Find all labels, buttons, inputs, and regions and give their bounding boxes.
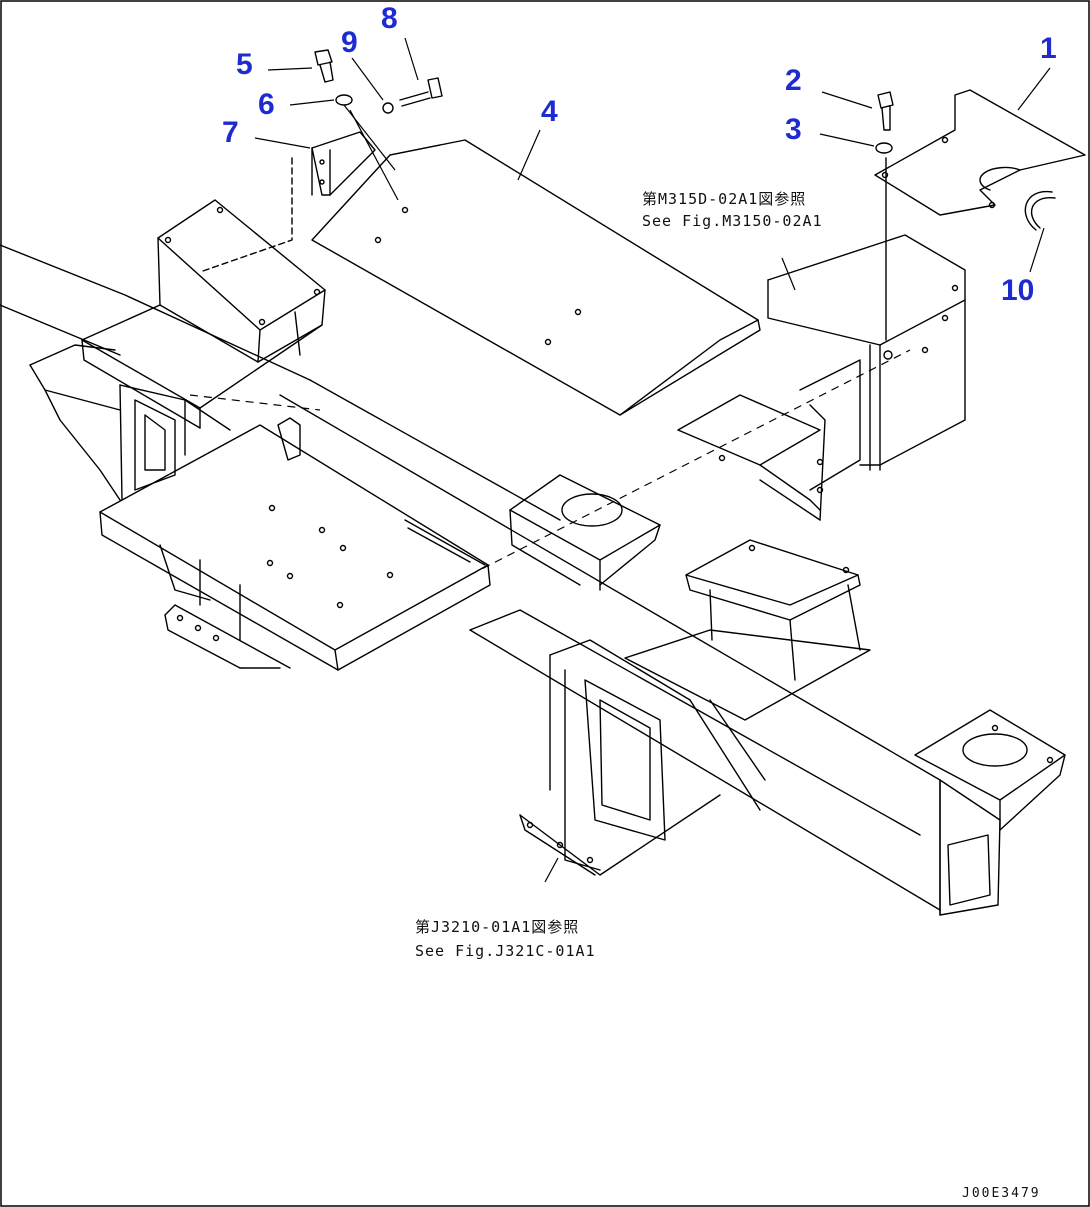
left-platform-plate: [99, 417, 491, 671]
bolt-part-2: [877, 91, 894, 341]
upper-reference-note-en: See Fig.M3150-02A1: [642, 212, 823, 230]
right-box-assembly: [677, 234, 966, 521]
cover-part-4: [311, 139, 761, 416]
right-side-member: [519, 639, 766, 876]
ring-part-10: [1024, 191, 1056, 231]
callout-2: 2: [785, 64, 802, 97]
callout-1: 1: [1040, 32, 1057, 65]
washer-part-3: [875, 142, 893, 154]
bolt-part-5: [314, 49, 334, 83]
center-beam: [279, 379, 1001, 916]
callout-7: 7: [222, 116, 239, 149]
callout-9: 9: [341, 26, 358, 59]
left-side-structure: [119, 384, 231, 501]
callout-3: 3: [785, 113, 802, 146]
bolt-part-8: [399, 77, 443, 107]
right-round-bracket: [914, 709, 1066, 831]
left-lower-mount: [159, 544, 291, 669]
bracket-part-7: [199, 131, 376, 273]
callout-8: 8: [381, 2, 398, 35]
drawing-code: J00E3479: [962, 1186, 1041, 1201]
left-frame-beam: [0, 244, 311, 501]
nut-part-9: [382, 102, 394, 114]
left-mount-bracket: [81, 199, 326, 429]
callout-5: 5: [236, 48, 253, 81]
lower-reference-note-ja: 第J3210-01A1図参照: [415, 918, 580, 936]
washer-part-6: [335, 94, 353, 106]
callout-6: 6: [258, 88, 275, 121]
right-mount-bracket: [624, 539, 871, 721]
center-round-bracket: [509, 474, 661, 591]
callout-4: 4: [541, 95, 558, 128]
callout-10: 10: [1001, 274, 1035, 307]
lower-reference-note-en: See Fig.J321C-01A1: [415, 942, 596, 960]
leader-lines: [189, 37, 1051, 883]
plate-part-1: [874, 89, 1086, 216]
upper-reference-note-ja: 第M315D-02A1図参照: [642, 190, 807, 208]
